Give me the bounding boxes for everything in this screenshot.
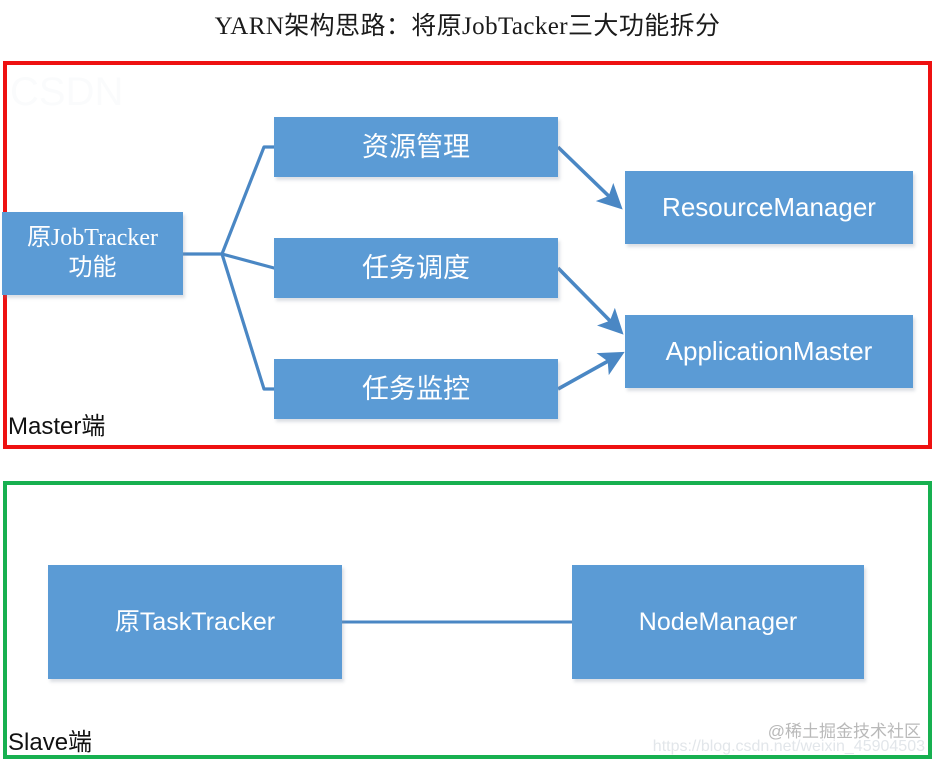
box-original-jobtracker-line1: 原JobTracker xyxy=(26,225,159,252)
box-resource-management[interactable]: 资源管理 xyxy=(274,117,558,177)
connector-task-monitor-to-applicationmaster xyxy=(557,351,625,391)
box-task-monitoring-label: 任务监控 xyxy=(362,373,470,404)
box-original-jobtracker[interactable]: 原JobTracker 功能 xyxy=(2,212,183,295)
box-resourcemanager-label: ResourceManager xyxy=(662,191,876,222)
box-task-monitoring[interactable]: 任务监控 xyxy=(274,359,558,419)
slave-section-label: Slave端 xyxy=(8,729,93,756)
box-task-scheduling[interactable]: 任务调度 xyxy=(274,238,558,298)
connector-task-sched-to-applicationmaster xyxy=(556,266,624,335)
box-original-jobtracker-line2: 功能 xyxy=(68,254,117,281)
source-url-watermark: https://blog.csdn.net/weixin_45904503 xyxy=(652,738,925,755)
box-applicationmaster[interactable]: ApplicationMaster xyxy=(625,315,913,388)
box-applicationmaster-label: ApplicationMaster xyxy=(665,335,873,366)
box-resourcemanager[interactable]: ResourceManager xyxy=(625,171,913,244)
box-nodemanager[interactable]: NodeManager xyxy=(572,565,864,679)
box-original-tasktracker[interactable]: 原TaskTracker xyxy=(48,565,342,679)
background-watermark: CSDN xyxy=(10,70,124,114)
brand-watermark: @稀土掘金技术社区 xyxy=(767,722,921,741)
box-nodemanager-label: NodeManager xyxy=(638,607,798,636)
master-section-label: Master端 xyxy=(8,413,106,440)
page-title: YARN架构思路：将原JobTacker三大功能拆分 xyxy=(214,13,721,40)
box-original-tasktracker-label: 原TaskTracker xyxy=(114,607,276,636)
box-original-jobtracker-text: 原JobTracker 功能 xyxy=(27,224,158,283)
box-resource-management-label: 资源管理 xyxy=(362,131,470,162)
connector-resource-mgmt-to-resourcemanager xyxy=(556,145,623,210)
slave-section-frame xyxy=(3,481,932,759)
box-task-scheduling-label: 任务调度 xyxy=(362,252,470,283)
connector-jobtracker-fan xyxy=(181,145,276,391)
